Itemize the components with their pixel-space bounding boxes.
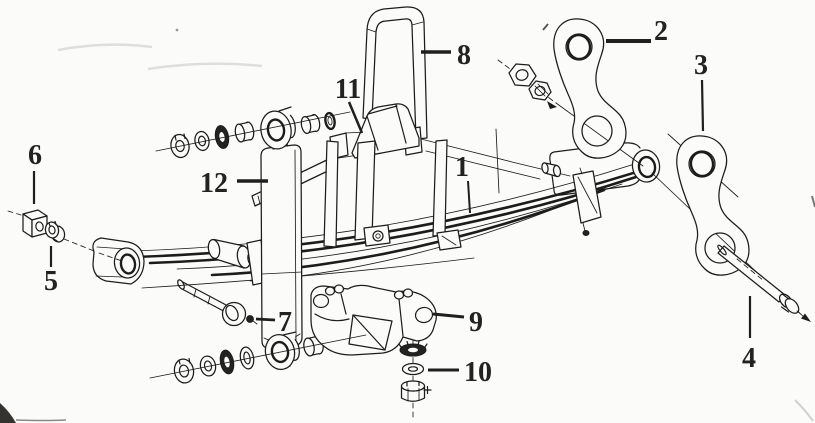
callout-label-2: 2 — [654, 16, 668, 47]
u-bolt — [362, 6, 428, 140]
callout-leader-7 — [255, 317, 276, 322]
callout-leader-11 — [347, 101, 364, 134]
callout-label-12: 12 — [200, 168, 228, 199]
callout-label-4: 4 — [742, 343, 756, 374]
shackle-nuts — [508, 63, 552, 101]
callout-label-3: 3 — [694, 50, 708, 81]
callout-label-1: 1 — [455, 152, 469, 183]
front-spring-eye — [92, 237, 145, 285]
shackle-links — [553, 18, 750, 276]
callout-label-8: 8 — [457, 40, 471, 71]
shock-top-mount-hardware — [170, 106, 336, 159]
shock-absorber — [260, 138, 303, 349]
callout-label-6: 6 — [28, 140, 42, 171]
callout-label-11: 11 — [335, 74, 361, 105]
callout-label-10: 10 — [464, 357, 492, 388]
front-bracket-hardware — [7, 209, 123, 262]
shackle-pin — [717, 244, 811, 322]
callouts: 1 2 3 4 5 6 7 8 9 10 11 12 — [28, 16, 756, 388]
callout-leader-1 — [467, 180, 471, 214]
shackle-inner — [676, 135, 750, 276]
seat-washer-stack — [398, 339, 432, 421]
callout-label-5: 5 — [44, 266, 58, 297]
center-bolt — [177, 279, 258, 327]
callout-leader-3 — [700, 79, 705, 132]
spring-clamp-front — [207, 238, 268, 286]
spring-seat — [310, 284, 437, 356]
spring-clamp-rear — [572, 167, 602, 236]
callout-label-7: 7 — [278, 307, 292, 338]
hardware-axis-lines — [149, 111, 367, 379]
callout-label-9: 9 — [469, 307, 483, 338]
callout-leader-9 — [432, 312, 465, 319]
scan-artifacts — [0, 23, 815, 423]
